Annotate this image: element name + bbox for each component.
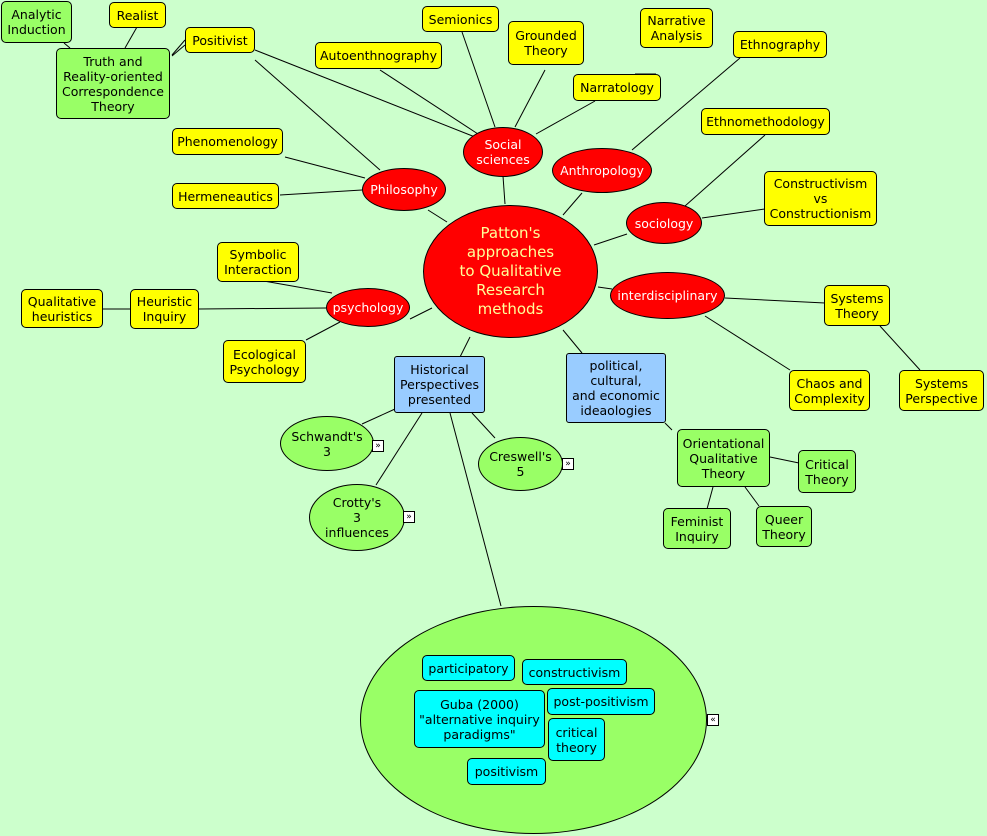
concept-critical-theory[interactable]: Critical Theory [798, 450, 856, 493]
concept-realist[interactable]: Realist [109, 2, 166, 28]
collapse-icon[interactable]: « [707, 714, 719, 726]
concept-schwandts-3[interactable]: Schwandt's 3 [280, 416, 374, 471]
category-psychology[interactable]: psychology [326, 288, 410, 327]
concept-narratology[interactable]: Narratology [573, 74, 661, 101]
concept-systems-theory[interactable]: Systems Theory [824, 285, 890, 326]
concept-feminist-inquiry[interactable]: Feminist Inquiry [663, 508, 731, 549]
concept-grounded-theory[interactable]: Grounded Theory [508, 21, 584, 65]
concept-positivist[interactable]: Positivist [185, 27, 255, 53]
paradigm-constructivism[interactable]: constructivism [522, 659, 627, 685]
paradigm-positivism[interactable]: positivism [467, 758, 546, 785]
paradigm-critical-theory[interactable]: critical theory [548, 718, 605, 761]
concept-semionics[interactable]: Semionics [422, 6, 499, 32]
concept-systems-perspective[interactable]: Systems Perspective [899, 370, 984, 411]
concept-orientational-theory[interactable]: Orientational Qualitative Theory [677, 429, 770, 487]
concept-historical-perspectives[interactable]: Historical Perspectives presented [394, 356, 485, 413]
concept-heuristic-inquiry[interactable]: Heuristic Inquiry [130, 289, 199, 329]
concept-constructivism-vs-constructionism[interactable]: Constructivism vs Constructionism [764, 171, 877, 226]
paradigm-guba-2000[interactable]: Guba (2000) "alternative inquiry paradig… [414, 690, 545, 748]
category-interdisciplinary[interactable]: interdisciplinary [610, 272, 725, 319]
concept-creswells-5[interactable]: Creswell's 5 [478, 437, 563, 491]
expand-icon[interactable]: » [562, 458, 574, 470]
concept-symbolic-interaction[interactable]: Symbolic Interaction [217, 242, 299, 282]
category-anthropology[interactable]: Anthropology [552, 148, 652, 193]
expand-icon[interactable]: » [403, 511, 415, 523]
concept-ecological-psychology[interactable]: Ecological Psychology [223, 340, 306, 383]
concept-narrative-analysis[interactable]: Narrative Analysis [640, 8, 713, 48]
category-social-sciences[interactable]: Social sciences [463, 127, 543, 177]
concept-ethnomethodology[interactable]: Ethnomethodology [701, 108, 830, 135]
central-topic[interactable]: Patton's approaches to Qualitative Resea… [423, 205, 598, 338]
category-philosophy[interactable]: Philosophy [362, 168, 446, 211]
concept-phenomenology[interactable]: Phenomenology [172, 128, 283, 155]
concept-political-ideologies[interactable]: political, cultural, and economic ideaol… [566, 353, 666, 423]
concept-chaos-complexity[interactable]: Chaos and Complexity [789, 370, 870, 411]
concept-queer-theory[interactable]: Queer Theory [756, 506, 812, 547]
concept-hermeneautics[interactable]: Hermeneautics [172, 183, 279, 209]
concept-truth-reality-theory[interactable]: Truth and Reality-oriented Correspondenc… [56, 48, 170, 119]
concept-analytic-induction[interactable]: Analytic Induction [1, 1, 72, 43]
expand-icon[interactable]: » [372, 440, 384, 452]
concept-qualitative-heuristics[interactable]: Qualitative heuristics [21, 289, 103, 328]
paradigm-participatory[interactable]: participatory [422, 655, 515, 681]
concept-ethnography[interactable]: Ethnography [733, 31, 827, 58]
category-sociology[interactable]: sociology [626, 202, 702, 244]
paradigm-post-positivism[interactable]: post-positivism [547, 688, 655, 715]
concept-crottys-influences[interactable]: Crotty's 3 influences [309, 484, 405, 551]
concept-autoenthnography[interactable]: Autoenthnography [315, 42, 442, 69]
